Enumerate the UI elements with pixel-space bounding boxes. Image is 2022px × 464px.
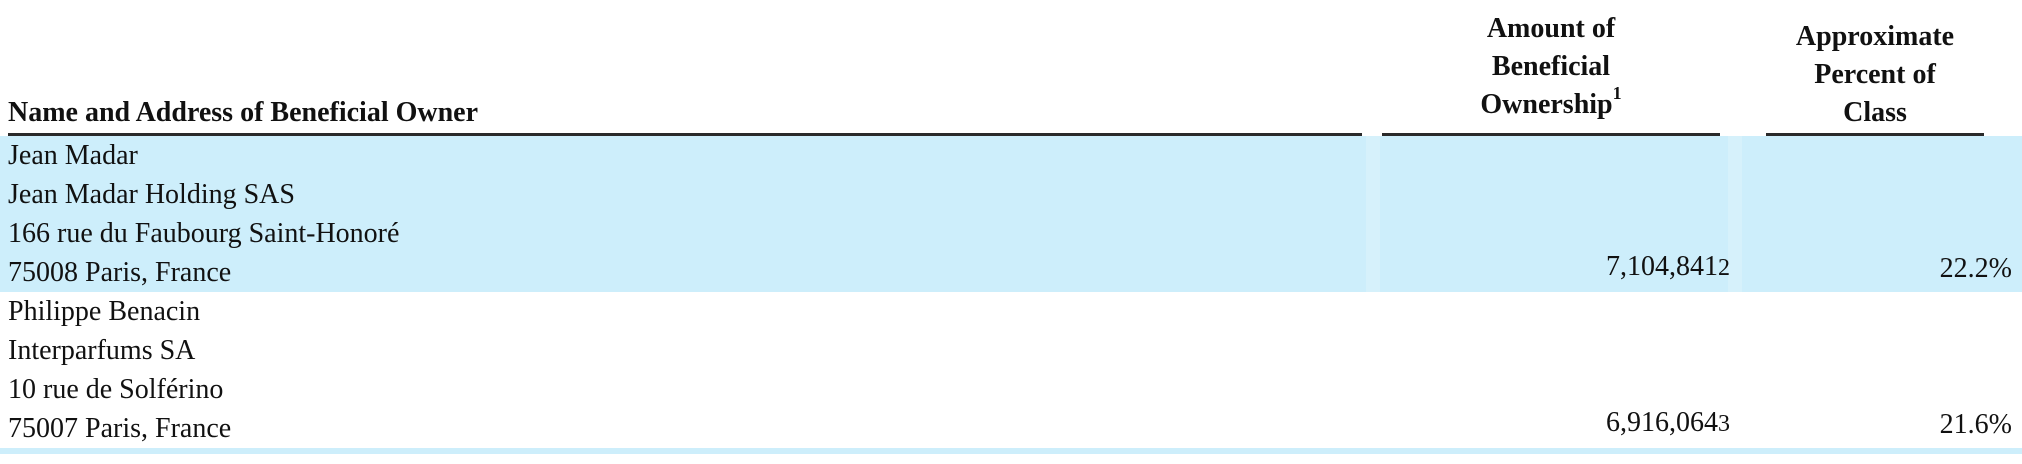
owner-street: 166 rue du Faubourg Saint-Honoré xyxy=(8,218,400,249)
column-gap xyxy=(1366,136,1380,292)
ownership-amount: 7,104,8412 xyxy=(1606,247,1730,288)
header-rule-percent xyxy=(1766,133,1984,136)
header-rule-name xyxy=(8,133,1362,136)
ownership-percent: 22.2% xyxy=(1939,253,2012,284)
owner-street: 10 rue de Solférino xyxy=(8,374,224,405)
header-percent-line-3: Class xyxy=(1843,97,1907,128)
ownership-percent: 21.6% xyxy=(1939,409,2012,440)
table-row: Philippe Benacin Interparfums SA 10 rue … xyxy=(0,292,2022,448)
header-amount-footnote: 1 xyxy=(1612,82,1622,103)
owner-entity: Interparfums SA xyxy=(8,335,196,366)
ownership-amount-footnote: 2 xyxy=(1718,255,1730,281)
ownership-amount: 6,916,0643 xyxy=(1606,403,1730,444)
owner-address: Philippe Benacin Interparfums SA 10 rue … xyxy=(8,292,231,448)
table-row: Jean Madar Jean Madar Holding SAS 166 ru… xyxy=(0,136,2022,292)
owner-name: Jean Madar xyxy=(8,140,138,171)
ownership-amount-footnote: 3 xyxy=(1718,411,1730,437)
owner-city: 75008 Paris, France xyxy=(8,257,232,288)
header-amount: Amount of Beneficial Ownership1 xyxy=(1380,10,1722,124)
header-name-address: Name and Address of Beneficial Owner xyxy=(8,97,479,128)
header-percent-line-2: Percent of xyxy=(1814,59,1936,90)
owner-address: Jean Madar Jean Madar Holding SAS 166 ru… xyxy=(8,136,399,292)
header-amount-line-3-text: Ownership xyxy=(1480,89,1613,120)
ownership-amount-value: 7,104,841 xyxy=(1606,251,1718,282)
owner-name: Philippe Benacin xyxy=(8,296,201,327)
header-amount-line-1: Amount of xyxy=(1486,13,1616,44)
owner-entity: Jean Madar Holding SAS xyxy=(8,179,295,210)
column-gap xyxy=(1728,136,1742,292)
owner-city: 75007 Paris, France xyxy=(8,413,232,444)
header-percent: Approximate Percent of Class xyxy=(1764,18,1986,132)
next-row-shade xyxy=(0,448,2022,454)
header-percent-line-1: Approximate xyxy=(1795,21,1955,52)
header-amount-line-2: Beneficial xyxy=(1491,51,1611,82)
header-amount-line-3: Ownership1 xyxy=(1380,82,1722,124)
header-rule-amount xyxy=(1382,133,1720,136)
ownership-amount-value: 6,916,064 xyxy=(1606,407,1718,438)
